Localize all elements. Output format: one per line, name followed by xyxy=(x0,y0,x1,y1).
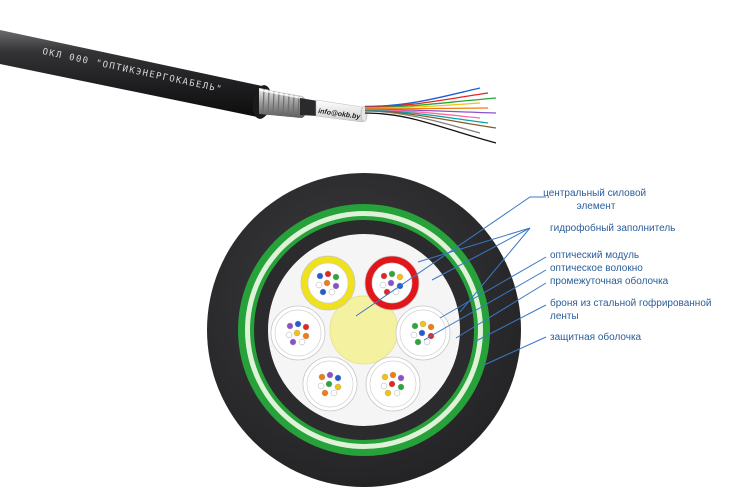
optical-fiber-dot xyxy=(330,389,338,397)
module-left xyxy=(270,305,326,361)
leader-hydro-1 xyxy=(431,227,531,281)
optical-fiber-dot xyxy=(410,331,418,339)
leader-hydro-3 xyxy=(417,227,531,263)
corrugated-armor xyxy=(259,88,307,119)
optical-fiber-dot xyxy=(298,338,306,346)
label-armor: броня из стальной гофрированной ленты xyxy=(550,297,714,322)
label-optical-fiber: оптическое волокно xyxy=(550,263,643,274)
optical-fiber-dot xyxy=(328,288,336,296)
label-armor-line2: ленты xyxy=(550,311,579,322)
optical-fiber-dot xyxy=(294,320,302,328)
fiber-strand xyxy=(364,109,481,119)
label-central-line1: центральный силовой xyxy=(543,188,646,199)
leader-hydro-2 xyxy=(459,227,531,313)
leader-lines xyxy=(355,196,547,366)
optical-fiber-dot xyxy=(293,329,301,337)
label-optical-module: оптический модуль xyxy=(550,250,639,261)
optical-fiber-dot xyxy=(325,380,333,388)
optical-fiber-dot xyxy=(423,338,431,346)
optical-fiber-dot xyxy=(286,322,294,330)
module-bottom-left xyxy=(302,356,358,412)
fiber-strand xyxy=(364,109,489,124)
optical-fiber-dot xyxy=(302,323,310,331)
cross-section xyxy=(207,173,521,487)
optical-fiber-dot xyxy=(387,279,395,287)
optical-fiber-dot xyxy=(380,382,388,390)
label-hydrophobic-filler: гидрофобный заполнитель xyxy=(550,222,675,234)
cable-3d-view: info@okb.by ОКЛ 000 "ОПТИКЭНЕРГОКАБЕЛЬ" xyxy=(0,30,497,144)
label-intermediate-sheath: промежуточная оболочка xyxy=(550,275,669,287)
optical-fiber-dot xyxy=(316,272,324,280)
fiber-strand xyxy=(364,112,497,144)
leader-module xyxy=(439,256,547,319)
optical-fiber-dot xyxy=(315,281,323,289)
optical-fiber-dot xyxy=(427,323,435,331)
optical-fiber-dot xyxy=(318,373,326,381)
label-central-member: центральный силовой элемент xyxy=(543,188,649,212)
optical-fiber-dot xyxy=(321,389,329,397)
leader-central xyxy=(355,196,546,317)
optical-fiber-dot xyxy=(414,338,422,346)
leader-sheath xyxy=(483,336,547,366)
optical-fiber-dot xyxy=(419,320,427,328)
optical-fiber-dot xyxy=(389,371,397,379)
callout-labels: центральный силовой элемент гидрофобный … xyxy=(543,188,714,343)
optical-fiber-dot xyxy=(393,389,401,397)
fiber-strand xyxy=(364,97,497,109)
optical-fiber-dot xyxy=(380,272,388,280)
optical-fiber-dot xyxy=(285,331,293,339)
optical-fiber-dot xyxy=(396,273,404,281)
module-red xyxy=(364,255,420,311)
optical-fiber-dot xyxy=(324,270,332,278)
label-armor-line1: броня из стальной гофрированной xyxy=(550,297,711,309)
optical-fiber-dot xyxy=(332,273,340,281)
optical-fiber-dot xyxy=(302,332,310,340)
fiber-strand xyxy=(364,110,497,129)
optical-fiber-dot xyxy=(323,279,331,287)
optical-fiber-dot xyxy=(381,373,389,381)
fiber-strand xyxy=(364,87,481,108)
leader-fiber xyxy=(423,269,547,341)
module-yellow xyxy=(300,255,356,311)
optical-fiber-dot xyxy=(332,282,340,290)
label-central-line2: элемент xyxy=(577,201,616,212)
fiber-strand xyxy=(364,111,481,134)
optical-fiber-dot xyxy=(388,270,396,278)
optical-fiber-dot xyxy=(397,383,405,391)
optical-fiber-dot xyxy=(317,382,325,390)
optical-fiber-dot xyxy=(319,288,327,296)
leader-armor xyxy=(473,304,547,343)
fiber-strand xyxy=(364,108,497,114)
optical-fiber-dot xyxy=(379,281,387,289)
optical-fiber-dot xyxy=(334,383,342,391)
optical-fiber-dot xyxy=(388,380,396,388)
fiber-strand xyxy=(364,107,489,110)
optical-fiber-dot xyxy=(383,288,391,296)
optical-fiber-dot xyxy=(289,338,297,346)
binder-tape: info@okb.by xyxy=(315,99,366,123)
label-protective-sheath: защитная оболочка xyxy=(550,331,642,343)
module-bottom-right xyxy=(365,356,421,412)
optical-fiber-dot xyxy=(418,329,426,337)
module-right xyxy=(395,305,451,361)
optical-fiber-dot xyxy=(397,374,405,382)
outer-jacket xyxy=(0,30,272,118)
optical-modules xyxy=(270,255,451,412)
optical-fiber-dot xyxy=(326,371,334,379)
optical-fiber-dot xyxy=(334,374,342,382)
optical-fiber-dot xyxy=(411,322,419,330)
fiber-bundle xyxy=(364,87,497,144)
leader-inter xyxy=(455,282,547,339)
optical-fiber-dot xyxy=(384,389,392,397)
